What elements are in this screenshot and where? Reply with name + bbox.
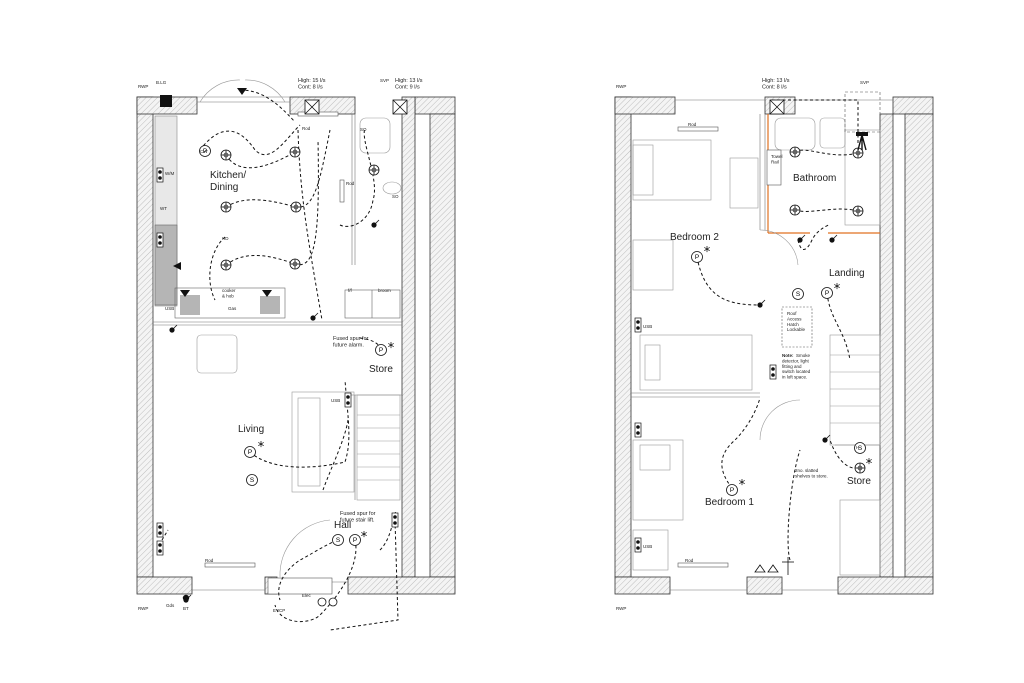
cooker-label-line: cooker (222, 288, 236, 293)
ground-labels: Kitchen/ Dining Living Store Hall High: … (138, 78, 423, 613)
fused-spur-alarm-note-line: future alarm. (333, 343, 364, 349)
room-label-living: Living (238, 424, 264, 435)
note-body-line: fitting and (782, 364, 802, 369)
room-label-kitchen: Kitchen/ Dining (210, 170, 249, 193)
room-label-bathroom: Bathroom (793, 173, 836, 184)
roof-hatch-note-line: Roof (787, 311, 797, 316)
ground-floor-plan: Kitchen/ Dining Living Store Hall High: … (136, 78, 456, 631)
fan-note-top-line: Cont: 8 l/s (298, 85, 323, 91)
ground-wiring (161, 89, 399, 631)
note-body-line: detector, light (782, 358, 810, 363)
tag-usb-bedroom2: USB (643, 324, 652, 329)
ff-label: f/f (348, 288, 353, 293)
shelves-note-line: 2no. slatted (795, 468, 819, 473)
tag-usb: USB (165, 306, 174, 311)
room-label-kitchen-line1: Kitchen/ (210, 170, 246, 181)
fan-note-wc-line: High: 13 l/s (395, 78, 423, 84)
tag-svp-first: SVP (860, 80, 869, 85)
tag-usb-bedroom1: USB (643, 544, 652, 549)
tag-gds: Gds (166, 603, 175, 608)
room-label-hall: Hall (334, 520, 351, 531)
tag-cw: CW (200, 149, 208, 154)
fused-spur-stair-note-line: future stair lift. (340, 518, 375, 524)
broom-label: broom (378, 288, 391, 293)
fused-spur-stair-note-line: Fused spur for (340, 511, 376, 517)
tag-rod-hall: Rod (346, 181, 355, 186)
tag-rwp-top-first: RWP (616, 84, 626, 89)
room-label-bedroom2: Bedroom 2 (670, 232, 719, 243)
tag-wt: WT (160, 206, 167, 211)
fan-note-top-line: High: 15 l/s (298, 78, 326, 84)
first-wiring (696, 99, 859, 561)
first-furniture (632, 91, 881, 576)
note-body-line: switch located (782, 369, 811, 374)
ground-walls (136, 96, 456, 595)
note-body-line: Smoke (796, 353, 811, 358)
tag-elec: Elec (302, 593, 312, 598)
cooker-label-line: & hob (222, 293, 234, 298)
tag-so-wc: SO (392, 194, 399, 199)
towel-rail-label-line: Rail (771, 159, 779, 164)
roof-hatch-note-line: Lockable (787, 327, 806, 332)
tag-wm: W/M (165, 171, 174, 176)
fan-note-wc-line: Cont: 9 l/s (395, 85, 420, 91)
ground-furniture (154, 79, 402, 595)
tag-so-top: SO (360, 127, 367, 132)
tag-blg: B.LG (156, 80, 167, 85)
tag-rwp-bottom-first: RWP (616, 606, 626, 611)
ground-fixtures (156, 88, 408, 607)
tag-rod-kitchen: Rod (302, 126, 311, 131)
room-label-store-first: Store (847, 476, 871, 487)
tag-rwp-bottom: RWP (138, 606, 148, 611)
cooker-label: cooker& hob (222, 288, 236, 298)
tag-usb-living: USB (331, 398, 340, 403)
tag-bt: BT (183, 606, 189, 611)
stairs-lines (357, 414, 400, 481)
tag-rod-first: Rod (688, 122, 697, 127)
shelves-note-line: shelves to store. (795, 473, 828, 478)
roof-hatch-note-line: Hatch (787, 322, 799, 327)
note-body-line: in loft space. (782, 375, 807, 380)
towel-rail-label-line: Towel (771, 154, 783, 159)
gas-label: Gas (228, 306, 237, 311)
tag-rod-living: Rod (205, 558, 214, 563)
tag-evcp: EVCP (273, 608, 285, 613)
fan-note-first-line: High: 13 l/s (762, 78, 790, 84)
first-fixtures (634, 99, 873, 575)
room-label-landing: Landing (829, 268, 865, 279)
first-walls (614, 96, 934, 595)
tag-rod-bottom-first: Rod (685, 558, 694, 563)
tag-rwp-top: RWP (138, 84, 148, 89)
first-floor-plan: Bedroom 2 Bathroom Landing Bedroom 1 Sto… (614, 78, 934, 611)
roof-hatch-note-line: Access (787, 316, 802, 321)
note-label: Note: (782, 353, 794, 358)
fused-spur-alarm-note-line: Fused spur for (333, 336, 369, 342)
room-label-store: Store (369, 364, 393, 375)
room-label-bedroom1: Bedroom 1 (705, 497, 754, 508)
room-label-kitchen-line2: Dining (210, 182, 238, 193)
tag-svp: SVP (380, 78, 389, 83)
tag-hd: HD (222, 236, 229, 241)
first-stairs-lines (830, 354, 880, 424)
first-labels: Bedroom 2 Bathroom Landing Bedroom 1 Sto… (616, 78, 871, 611)
fan-note-first-line: Cont: 8 l/s (762, 85, 787, 91)
tag-h: H (856, 445, 859, 450)
